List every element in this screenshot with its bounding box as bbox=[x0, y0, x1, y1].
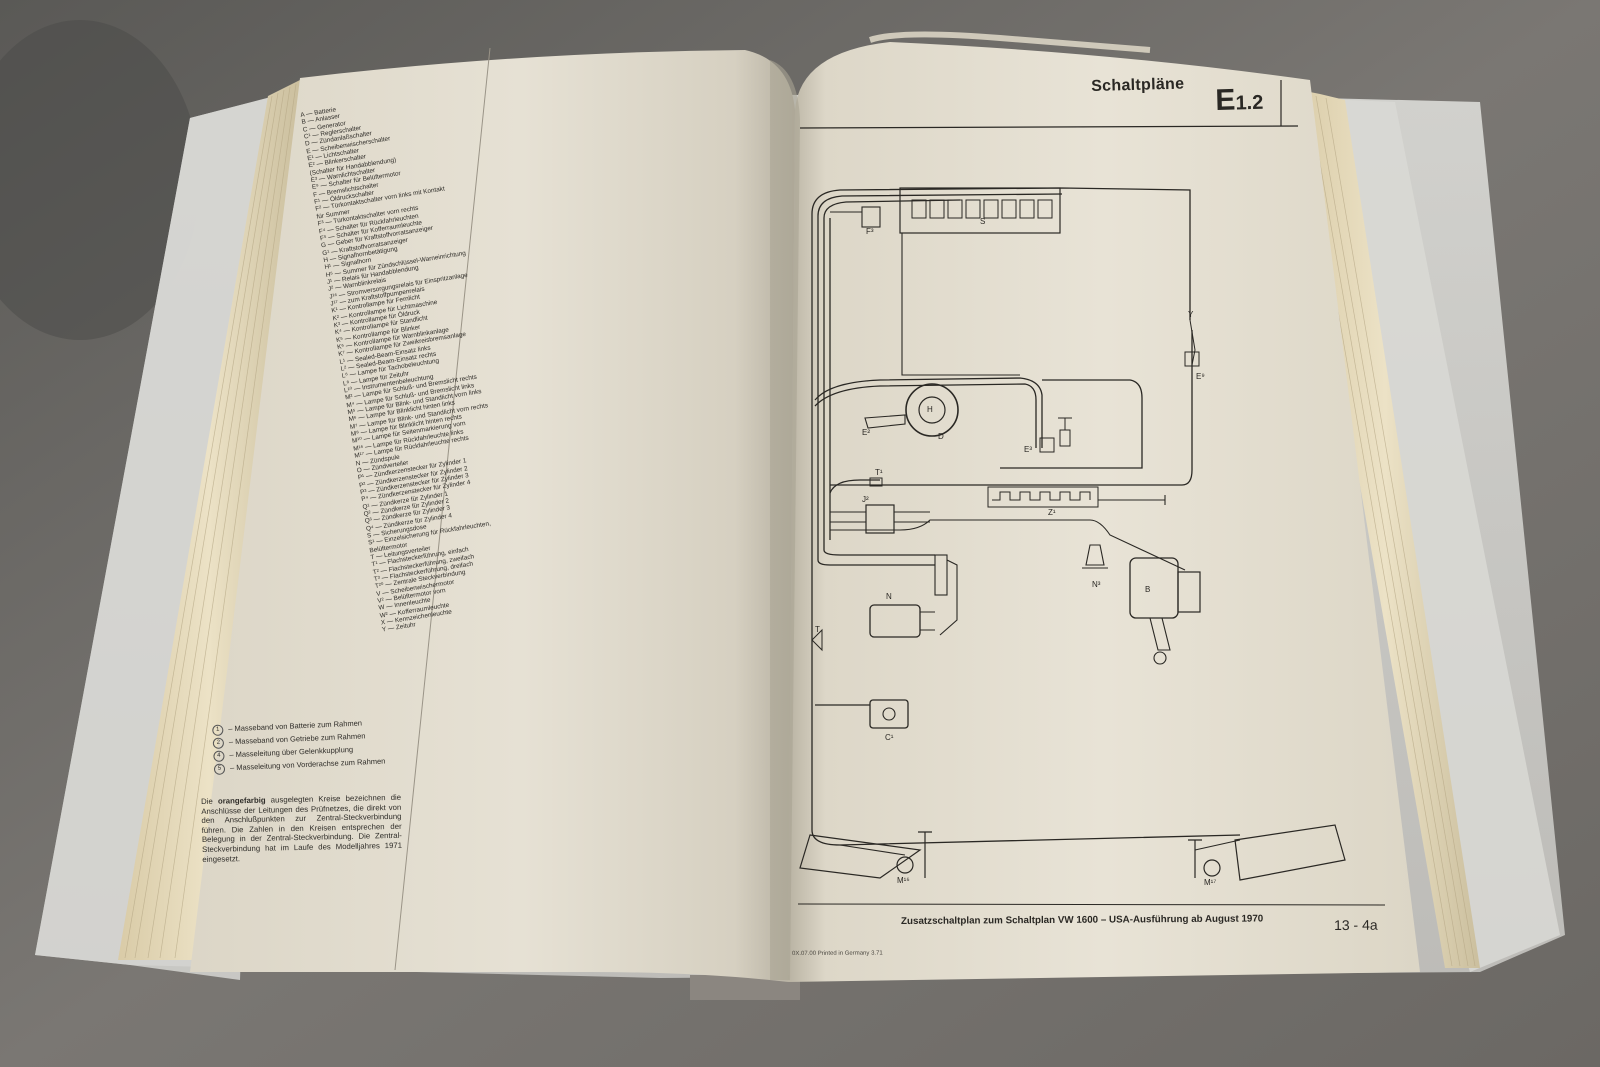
label-dimmer-switch: E² bbox=[862, 428, 870, 437]
page-header-title: Schaltpläne bbox=[1091, 75, 1185, 95]
print-imprint: 0X.07.00 Printed in Germany 3.71 bbox=[792, 950, 883, 957]
label-hazard-relay: J² bbox=[862, 495, 869, 504]
header-rule bbox=[799, 125, 1299, 129]
label-connector-single: T¹ bbox=[875, 468, 883, 477]
label-reverse-light-right: M¹⁷ bbox=[1204, 878, 1217, 887]
wiring-diagram bbox=[799, 187, 1346, 881]
ground-strap-number: 5 bbox=[213, 762, 226, 775]
label-ignition-coil: N bbox=[886, 592, 892, 601]
label-heater-element: Z¹ bbox=[1048, 508, 1056, 517]
note-bold-term: orangefarbig bbox=[217, 795, 266, 806]
page-number: 13 - 4a bbox=[1334, 916, 1378, 933]
label-door-switch: F³ bbox=[866, 227, 874, 236]
label-hazard-switch: E³ bbox=[1024, 445, 1032, 454]
footer-rule bbox=[797, 903, 1386, 906]
label-reverse-light-left: M¹⁶ bbox=[897, 876, 910, 885]
ground-strap-number: 1 bbox=[212, 724, 224, 736]
label-distributor-connector: T bbox=[815, 625, 820, 634]
page-section-code: E1.2 bbox=[1215, 83, 1264, 117]
label-vent-switch: E⁹ bbox=[1196, 372, 1205, 381]
label-n3: N³ bbox=[1092, 580, 1101, 589]
label-regulator: C¹ bbox=[885, 733, 894, 742]
ground-strap-number: 4 bbox=[213, 750, 225, 762]
label-horn: H bbox=[927, 405, 933, 414]
label-ignition-switch: D bbox=[938, 432, 944, 441]
right-page bbox=[788, 42, 1420, 982]
ground-strap-number: 2 bbox=[212, 737, 225, 749]
label-starter: B bbox=[1145, 585, 1151, 594]
left-page bbox=[190, 50, 795, 982]
label-fuse-box: S bbox=[980, 217, 986, 226]
orange-circle-note: Die orangefarbig ausgelegten Kreise beze… bbox=[201, 792, 403, 864]
label-clock: Y bbox=[1188, 310, 1194, 319]
